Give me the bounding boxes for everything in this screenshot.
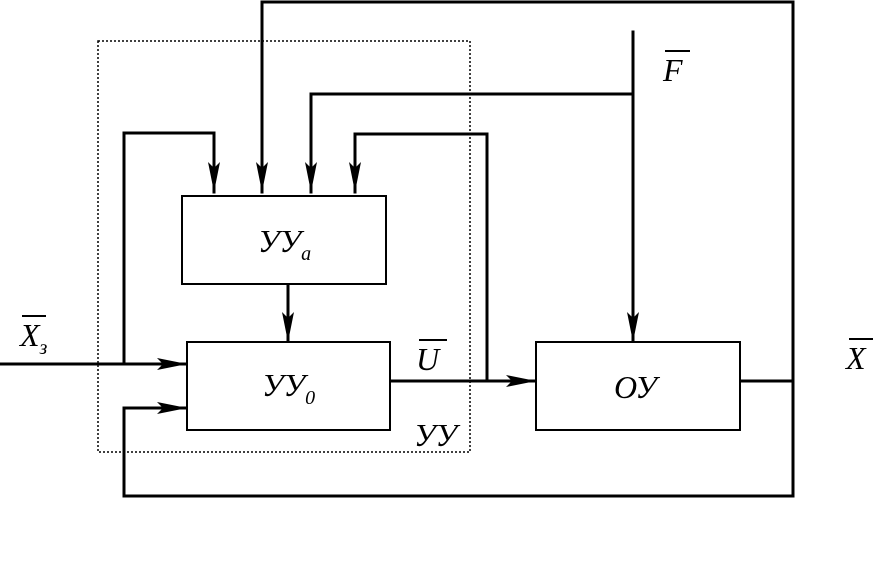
setpoint-branch-line [122, 131, 220, 366]
control-unit-a-block [181, 195, 387, 285]
control-unit-0-block [186, 341, 391, 431]
control-unit-0-label: УУ0 [262, 367, 315, 409]
setpoint-label: Xз [18, 317, 48, 359]
disturbance-label: F [662, 52, 683, 88]
control-signal-branch-line [349, 132, 489, 383]
control-device-label: УУ [414, 417, 461, 453]
output-label: X [844, 340, 867, 376]
disturbance-branch-line [305, 92, 635, 194]
output-feedback-top-line [256, 0, 795, 383]
control-device-boundary [97, 40, 471, 453]
object-label: ОУ [614, 369, 660, 405]
control-signal-label: U [416, 341, 441, 377]
object-block [535, 341, 741, 431]
control-unit-a-label: УУа [258, 223, 311, 265]
output-feedback-bottom-line [122, 379, 795, 498]
